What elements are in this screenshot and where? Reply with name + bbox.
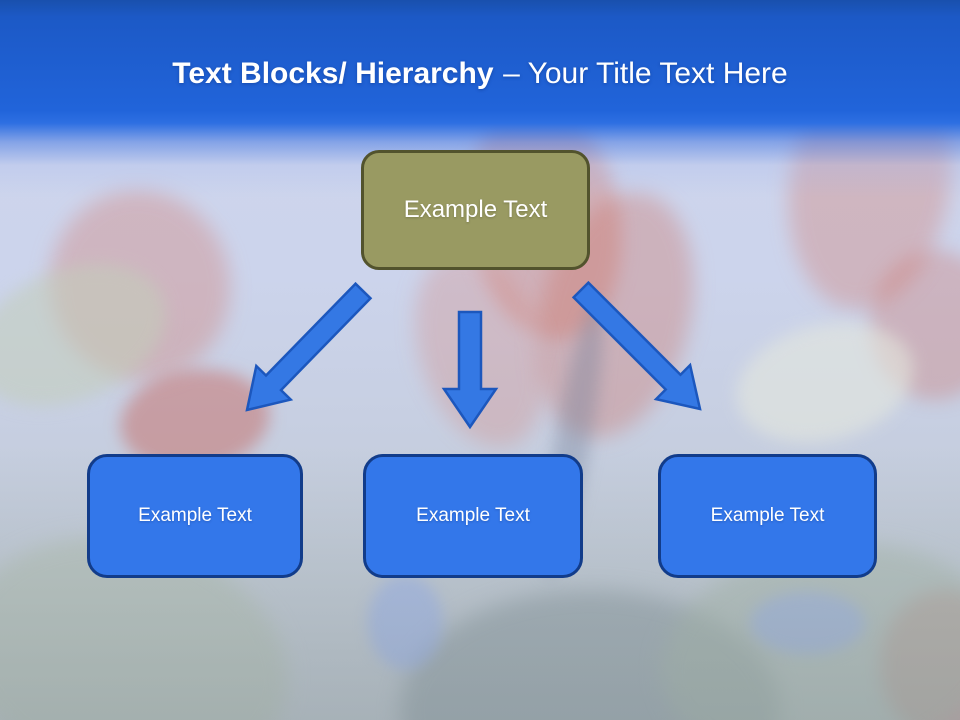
child-text-block-1[interactable]: Example Text <box>87 454 303 578</box>
root-text-block[interactable]: Example Text <box>361 150 590 270</box>
arrow-down[interactable] <box>441 310 499 430</box>
child-text-block-1-label: Example Text <box>138 505 252 526</box>
child-text-block-2-label: Example Text <box>416 505 530 526</box>
slide-title[interactable]: Text Blocks/ Hierarchy – Your Title Text … <box>0 54 960 94</box>
child-text-block-3[interactable]: Example Text <box>658 454 877 578</box>
arrow-down-right[interactable] <box>571 280 702 411</box>
child-text-block-2[interactable]: Example Text <box>363 454 583 578</box>
child-text-block-3-label: Example Text <box>710 505 825 526</box>
arrow-down-left[interactable] <box>245 281 373 412</box>
slide-title-bold: Text Blocks/ Hierarchy <box>172 57 494 90</box>
slide-title-regular: – Your Title Text Here <box>503 57 788 90</box>
root-text-block-label: Example Text <box>403 196 548 223</box>
